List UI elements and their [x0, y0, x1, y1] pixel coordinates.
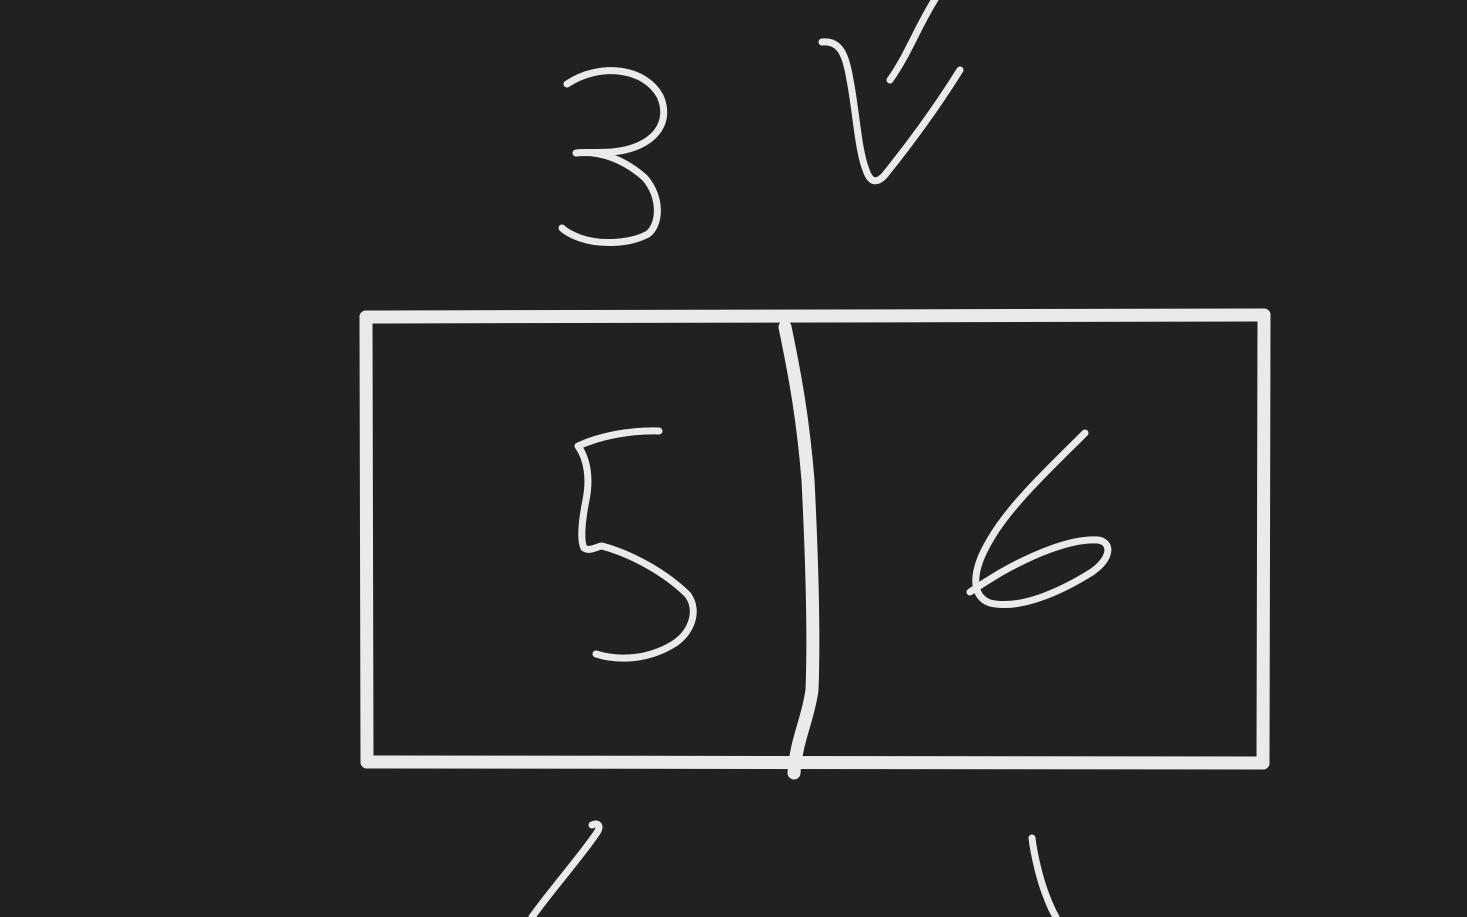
box-top-edge [359, 308, 1271, 324]
checkmark-tick-path [886, 0, 939, 84]
digit-five-stroke [574, 427, 697, 662]
box-outline [359, 308, 1271, 780]
bottom-strokes [528, 820, 1060, 917]
digit-five-path [574, 427, 697, 662]
bottom-right-stroke [1028, 834, 1060, 917]
digit-six-stroke [966, 429, 1112, 608]
box-right-edge [1256, 308, 1271, 770]
digit-three-stroke [558, 67, 668, 247]
digit-three-path [558, 67, 668, 247]
digit-six-path [966, 429, 1112, 608]
box-bottom-edge [360, 755, 1270, 770]
bottom-left-stroke [528, 820, 603, 917]
checkmark-long-path [818, 38, 964, 185]
box-divider [778, 320, 820, 780]
box-left-edge [359, 310, 374, 769]
checkmark-stroke [818, 0, 964, 185]
